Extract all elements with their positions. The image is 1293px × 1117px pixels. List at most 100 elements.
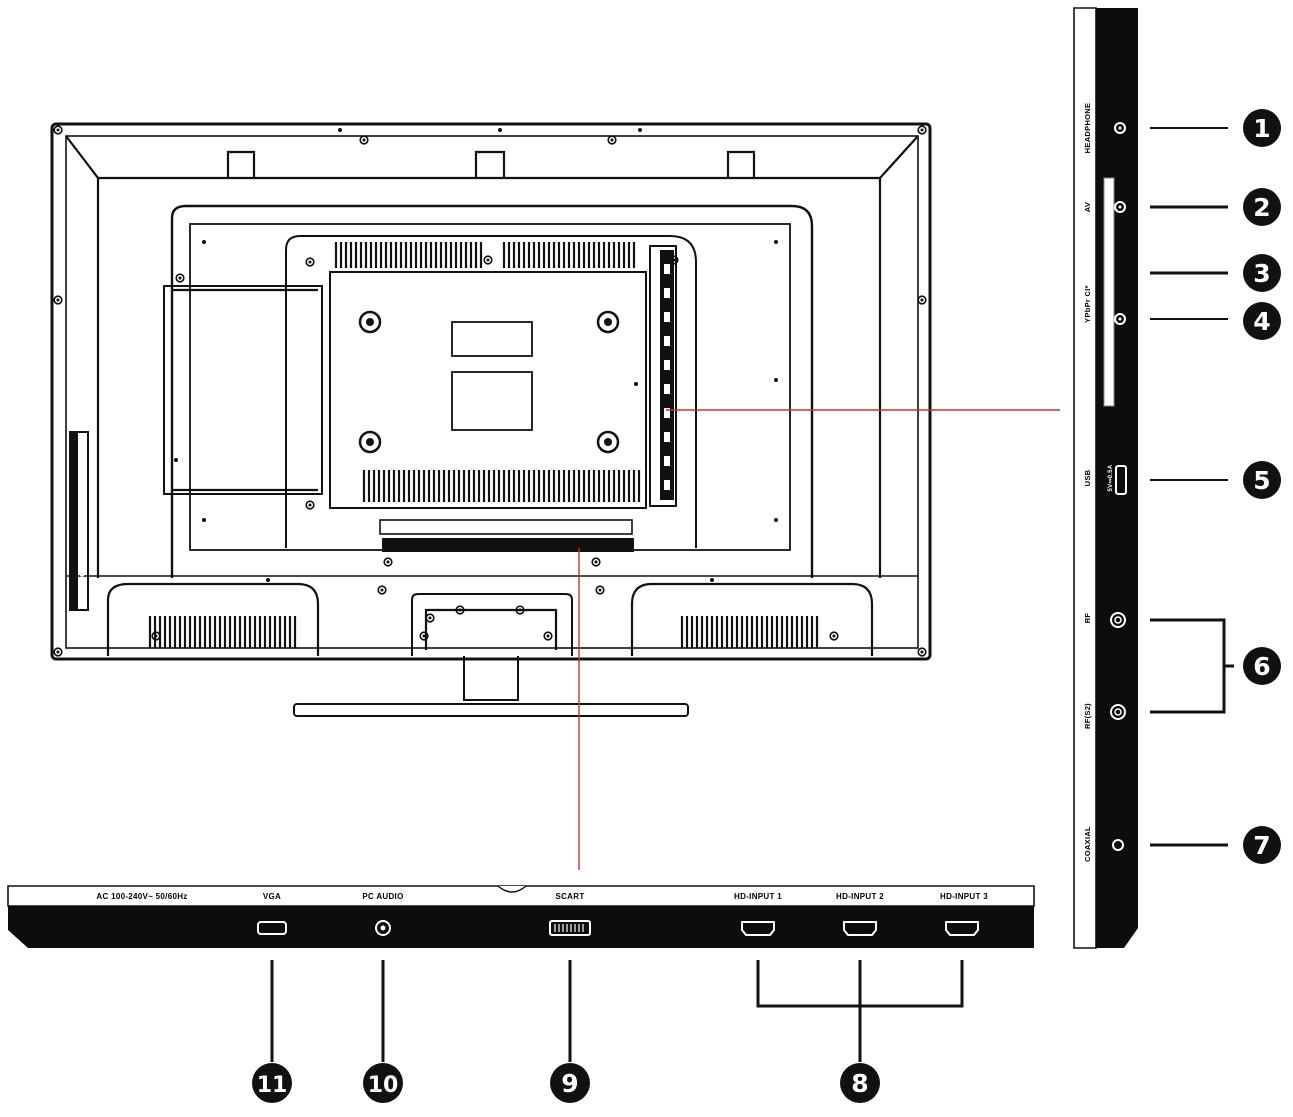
bottom-label-scart: SCART: [555, 892, 584, 901]
vesa-screw-center: [366, 318, 374, 326]
top-left-vents: [334, 242, 483, 268]
rivet: [774, 518, 778, 522]
screw: [305, 500, 315, 510]
screw: [53, 125, 63, 135]
coaxial-port: [1112, 839, 1124, 851]
callout-11-number: 11: [257, 1073, 288, 1098]
side-port-hole: [79, 487, 85, 493]
side-port-hole: [79, 473, 85, 479]
callout-6: 6: [1243, 647, 1281, 685]
side-label-ypbpr-ci: YPbPr CI*: [1083, 285, 1092, 323]
side-label-rf-s2: RF(S2): [1083, 703, 1092, 729]
jack-port: [1114, 313, 1126, 325]
side-port-hole: [664, 360, 670, 370]
screw-center: [56, 128, 60, 132]
screw: [359, 135, 369, 145]
rivet: [774, 240, 778, 244]
callout-7-number: 7: [1253, 831, 1270, 860]
screw: [669, 255, 679, 265]
screw: [607, 135, 617, 145]
screw-center: [154, 634, 158, 638]
pc-audio-port-center: [380, 925, 386, 931]
side-port-hole: [664, 432, 670, 442]
side-port-hole: [664, 480, 670, 490]
bottom-label-pc-audio: PC AUDIO: [362, 892, 403, 901]
callout-4-number: 4: [1253, 307, 1270, 336]
left-speaker-vents: [148, 616, 297, 648]
side-port-hole: [664, 456, 670, 466]
vesa-screw-center: [366, 438, 374, 446]
tv-rear-details: [53, 125, 927, 657]
bottom-label-hd-input-2: HD-INPUT 2: [836, 892, 884, 901]
side-connector-panel: [1073, 7, 1138, 949]
callout-8: 8: [840, 1063, 880, 1103]
usb-port: [1115, 465, 1127, 495]
rivet: [638, 128, 642, 132]
callout-2-number: 2: [1253, 193, 1270, 222]
vga-port: [257, 921, 287, 935]
screw-center: [308, 260, 312, 264]
rivet: [774, 378, 778, 382]
screw: [917, 125, 927, 135]
screw-center: [546, 634, 550, 638]
callout-10: 10: [363, 1063, 403, 1103]
hdmi-port: [945, 921, 979, 936]
side-port-hole: [79, 515, 85, 521]
side-callout-lines: [1150, 127, 1234, 847]
side-port-hole: [79, 543, 85, 549]
screw: [151, 631, 161, 641]
hdmi-port: [843, 921, 877, 936]
side-label-usb: USB: [1083, 469, 1092, 486]
side-port-hole: [79, 501, 85, 507]
pc-audio-port: [375, 920, 391, 936]
screw-center: [920, 128, 924, 132]
screw-center: [422, 634, 426, 638]
callout-1: 1: [1243, 109, 1281, 147]
screw-center: [920, 298, 924, 302]
side-label-coaxial: COAXIAL: [1083, 826, 1092, 862]
side-port-hole: [79, 571, 85, 577]
screw: [591, 557, 601, 567]
jack-port-center: [1118, 126, 1122, 130]
screw-center: [920, 650, 924, 654]
bottom-connector-panel: [7, 885, 1035, 948]
vesa-screw: [596, 310, 620, 334]
side-port-hole: [664, 312, 670, 322]
screw-center: [56, 650, 60, 654]
screw-center: [362, 138, 366, 142]
side-port-hole: [664, 336, 670, 346]
screw-center: [832, 634, 836, 638]
screw-center: [598, 588, 602, 592]
top-right-vents: [502, 242, 636, 268]
screw-center: [386, 560, 390, 564]
side-label-rf: RF: [1083, 613, 1092, 624]
side-port-hole: [79, 585, 85, 591]
callout-9-number: 9: [561, 1069, 578, 1098]
bottom-label-vga: VGA: [263, 892, 281, 901]
jack-port: [1114, 201, 1126, 213]
hdmi-port: [741, 921, 775, 936]
screw: [377, 585, 387, 595]
tv-rear-view: [50, 122, 932, 717]
screw: [595, 585, 605, 595]
screw-center: [610, 138, 614, 142]
side-port-hole: [664, 288, 670, 298]
callout-4: 4: [1243, 302, 1281, 340]
screw: [175, 273, 185, 283]
callout-11: 11: [252, 1063, 292, 1103]
rivet: [710, 578, 714, 582]
side-port-hole: [79, 459, 85, 465]
screw: [419, 631, 429, 641]
rivet: [202, 518, 206, 522]
bottom-label-hd-input-1: HD-INPUT 1: [734, 892, 782, 901]
screw: [543, 631, 553, 641]
rivet: [338, 128, 342, 132]
rivet: [498, 128, 502, 132]
rivet: [634, 382, 638, 386]
jack-port-center: [1118, 317, 1122, 321]
screw: [53, 295, 63, 305]
screw-center: [428, 616, 432, 620]
side-label-av: AV: [1083, 202, 1092, 212]
callout-2: 2: [1243, 188, 1281, 226]
